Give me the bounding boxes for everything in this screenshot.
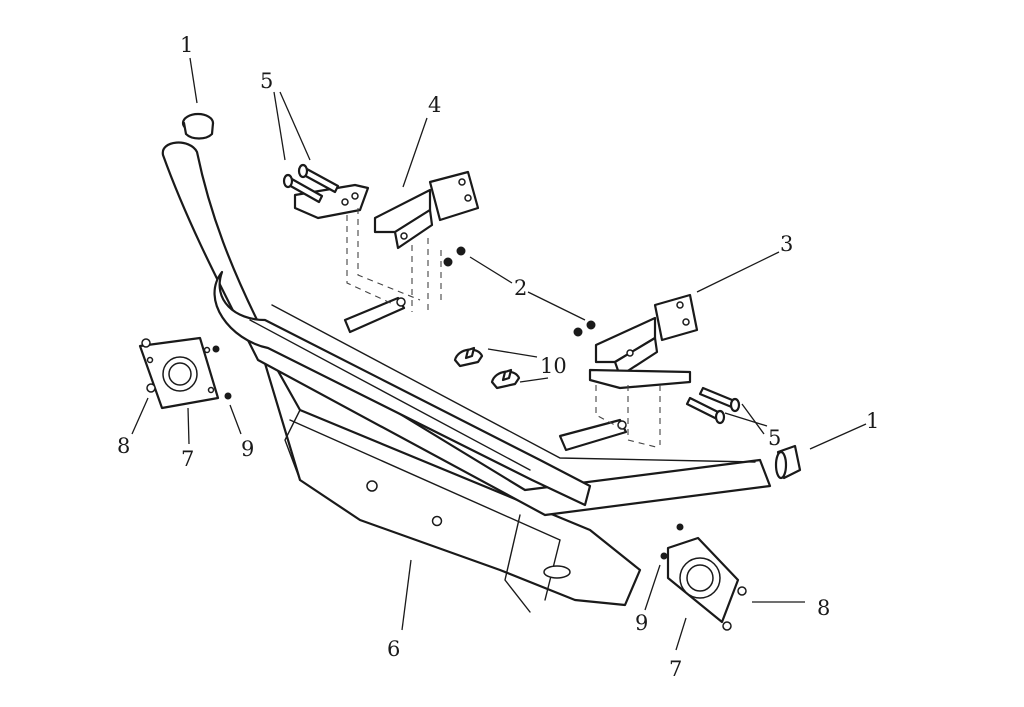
callout-8-right: 8 <box>817 596 830 620</box>
clips-10 <box>453 346 521 390</box>
assembly-lines-left <box>346 208 442 312</box>
callout-4: 4 <box>428 93 441 117</box>
callout-10: 10 <box>540 354 567 378</box>
skid-plate <box>253 328 642 613</box>
bolts-right <box>685 386 741 425</box>
callout-7-right: 7 <box>669 657 682 681</box>
callout-2: 2 <box>514 276 527 300</box>
callout-5-right: 5 <box>768 426 781 450</box>
bolts-top-left <box>282 163 340 204</box>
end-cap-top <box>181 112 215 140</box>
light-plate-right <box>660 523 747 631</box>
callout-3: 3 <box>780 232 793 256</box>
callout-7-left: 7 <box>181 447 194 471</box>
end-cap-right <box>774 444 802 480</box>
callout-labels: 1 5 4 3 2 10 5 1 8 7 9 6 9 7 8 <box>117 33 879 681</box>
callout-9-right: 9 <box>635 611 648 635</box>
leader-lines <box>131 57 867 651</box>
callout-1-right: 1 <box>866 409 879 433</box>
callout-5-top-left: 5 <box>260 69 273 93</box>
callout-9-left: 9 <box>241 437 254 461</box>
bracket-right <box>588 293 699 390</box>
light-plate-left <box>138 336 232 410</box>
callout-6: 6 <box>387 637 400 661</box>
assembly-lines-right <box>595 385 661 449</box>
nuts-2 <box>443 246 596 337</box>
callout-1-top: 1 <box>180 33 193 57</box>
callout-8-left: 8 <box>117 434 130 458</box>
bumper-tube <box>161 141 772 517</box>
